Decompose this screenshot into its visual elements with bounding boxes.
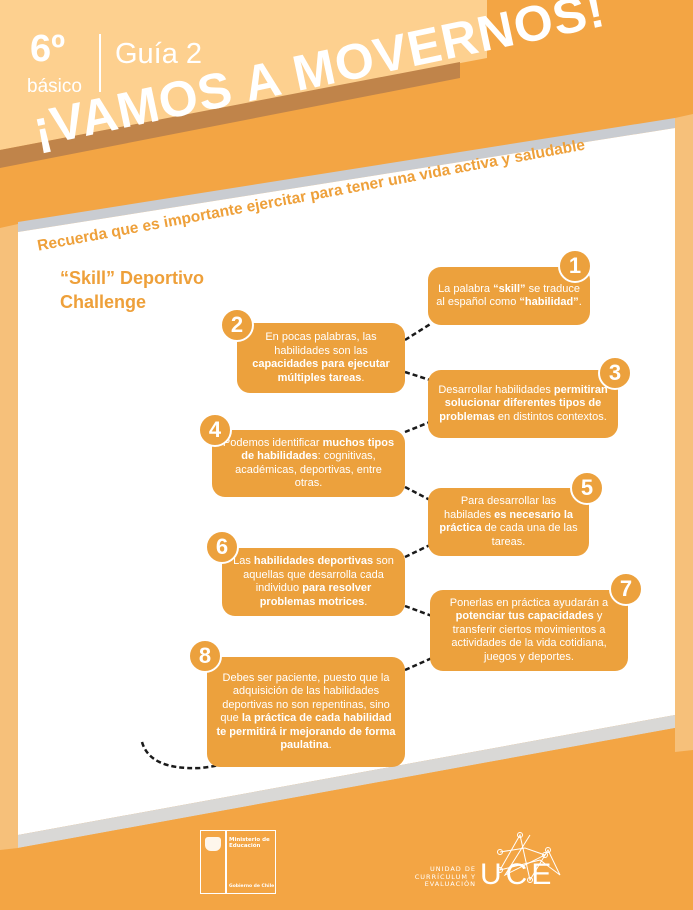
step-text-segment: . bbox=[361, 371, 365, 384]
step-box: Debes ser paciente, puesto que la adquis… bbox=[207, 657, 405, 767]
step-text-bold: para resolver problemas motrices bbox=[259, 582, 372, 608]
connector bbox=[404, 420, 431, 434]
unit-line3: EVALUACIÓN bbox=[424, 880, 476, 888]
step-text-segment: de cada una de las tareas. bbox=[481, 522, 578, 548]
step-text-segment: en distintos contextos. bbox=[494, 410, 607, 423]
connector bbox=[404, 370, 431, 382]
challenge-title-line1: “Skill” Deportivo bbox=[60, 268, 205, 288]
step-text: Las habilidades deportivas son aquellas … bbox=[230, 555, 397, 609]
step-text-segment: Debes ser paciente, puesto que la adquis… bbox=[220, 671, 390, 725]
step-text-segment: son aquellas que desarrolla cada individ… bbox=[243, 555, 394, 594]
step-text-segment: La palabra bbox=[438, 282, 494, 295]
step-text-bold: potenciar tus capacidades bbox=[455, 610, 594, 623]
step-number-badge: 4 bbox=[198, 413, 232, 447]
step-text-segment: Para desarrollar las habilades bbox=[443, 495, 557, 521]
guide-label: Guía 2 bbox=[115, 38, 203, 70]
divider bbox=[99, 34, 101, 92]
uce-network-logo bbox=[497, 832, 561, 883]
step-text-bold: capacidades para ejecutar múltiples tare… bbox=[252, 358, 390, 384]
ministry-name: Ministerio de Educación bbox=[229, 837, 270, 849]
step-text: Debes ser paciente, puesto que la adquis… bbox=[215, 672, 397, 753]
step-text-segment: En pocas palabras, las habilidades son l… bbox=[265, 331, 377, 357]
step-text-segment: . bbox=[578, 296, 582, 308]
step-text-segment: Desarrollar habilidades bbox=[438, 383, 554, 396]
step-text-bold: “habilidad” bbox=[519, 296, 579, 308]
step-text-segment: y transferir ciertos movimientos a activ… bbox=[451, 610, 607, 663]
step-number-badge: 8 bbox=[188, 639, 222, 673]
step-text-segment: : cognitivas, académicas, deportivas, en… bbox=[235, 450, 382, 489]
step-number-badge: 5 bbox=[570, 471, 604, 505]
step-box: En pocas palabras, las habilidades son l… bbox=[237, 323, 405, 393]
challenge-title-line2: Challenge bbox=[60, 292, 147, 312]
step-text: Para desarrollar las habilades es necesa… bbox=[436, 495, 581, 549]
step-text-bold: “skill” bbox=[493, 282, 526, 295]
step-text-bold: muchos tipos de habilidades bbox=[241, 436, 395, 463]
step-box: Podemos identificar muchos tipos de habi… bbox=[212, 430, 405, 497]
step-number-badge: 6 bbox=[205, 530, 239, 564]
step-box: Desarrollar habilidades permitiran soluc… bbox=[428, 370, 618, 438]
ministry-logo: Ministerio de Educación Gobierno de Chil… bbox=[200, 830, 276, 894]
step-number-badge: 2 bbox=[220, 308, 254, 342]
unit-name: UNIDAD DE CURRÍCULUM Y EVALUACIÓN bbox=[358, 865, 476, 889]
step-number-badge: 7 bbox=[609, 572, 643, 606]
step-text-segment: Ponerlas en práctica ayudarán a bbox=[449, 596, 609, 609]
unit-acronym: UCE bbox=[480, 858, 556, 891]
connector-curve bbox=[140, 741, 239, 770]
step-text-bold: habilidades deportivas bbox=[253, 555, 374, 567]
step-number-badge: 3 bbox=[598, 356, 632, 390]
step-box: Ponerlas en práctica ayudarán a potencia… bbox=[430, 590, 628, 671]
step-text: Podemos identificar muchos tipos de habi… bbox=[220, 437, 397, 491]
step-text-bold: permitiran solucionar diferentes tipos d… bbox=[439, 383, 608, 423]
connector bbox=[404, 604, 433, 618]
step-text-segment: Las bbox=[233, 555, 254, 567]
connector bbox=[404, 321, 433, 342]
government-name: Gobierno de Chile bbox=[229, 884, 275, 889]
step-text-segment: . bbox=[328, 739, 332, 751]
step-number-badge: 1 bbox=[558, 249, 592, 283]
coat-of-arms-icon bbox=[205, 837, 221, 851]
step-text: En pocas palabras, las habilidades son l… bbox=[245, 331, 397, 385]
step-text-segment: . bbox=[364, 595, 368, 608]
step-box: Las habilidades deportivas son aquellas … bbox=[222, 548, 405, 616]
connector bbox=[404, 543, 431, 559]
step-text: La palabra “skill” se traduce al español… bbox=[436, 283, 582, 310]
challenge-title: “Skill” Deportivo Challenge bbox=[60, 266, 204, 314]
step-text-segment: se traduce al español como bbox=[436, 282, 580, 309]
unit-line1: UNIDAD DE bbox=[429, 865, 476, 873]
step-box: Para desarrollar las habilades es necesa… bbox=[428, 488, 589, 556]
unit-line2: CURRÍCULUM Y bbox=[414, 872, 476, 881]
connector bbox=[404, 485, 431, 502]
step-text-bold: es necesario la práctica bbox=[439, 508, 574, 535]
level-label: básico bbox=[27, 76, 82, 97]
step-text: Desarrollar habilidades permitiran soluc… bbox=[436, 384, 610, 425]
step-text: Ponerlas en práctica ayudarán a potencia… bbox=[438, 597, 620, 665]
step-text-bold: la práctica de cada habilidad te permiti… bbox=[216, 712, 396, 751]
connector bbox=[404, 656, 433, 672]
step-text-segment: Podemos identificar bbox=[222, 436, 323, 449]
grade-label: 6º bbox=[30, 28, 66, 70]
